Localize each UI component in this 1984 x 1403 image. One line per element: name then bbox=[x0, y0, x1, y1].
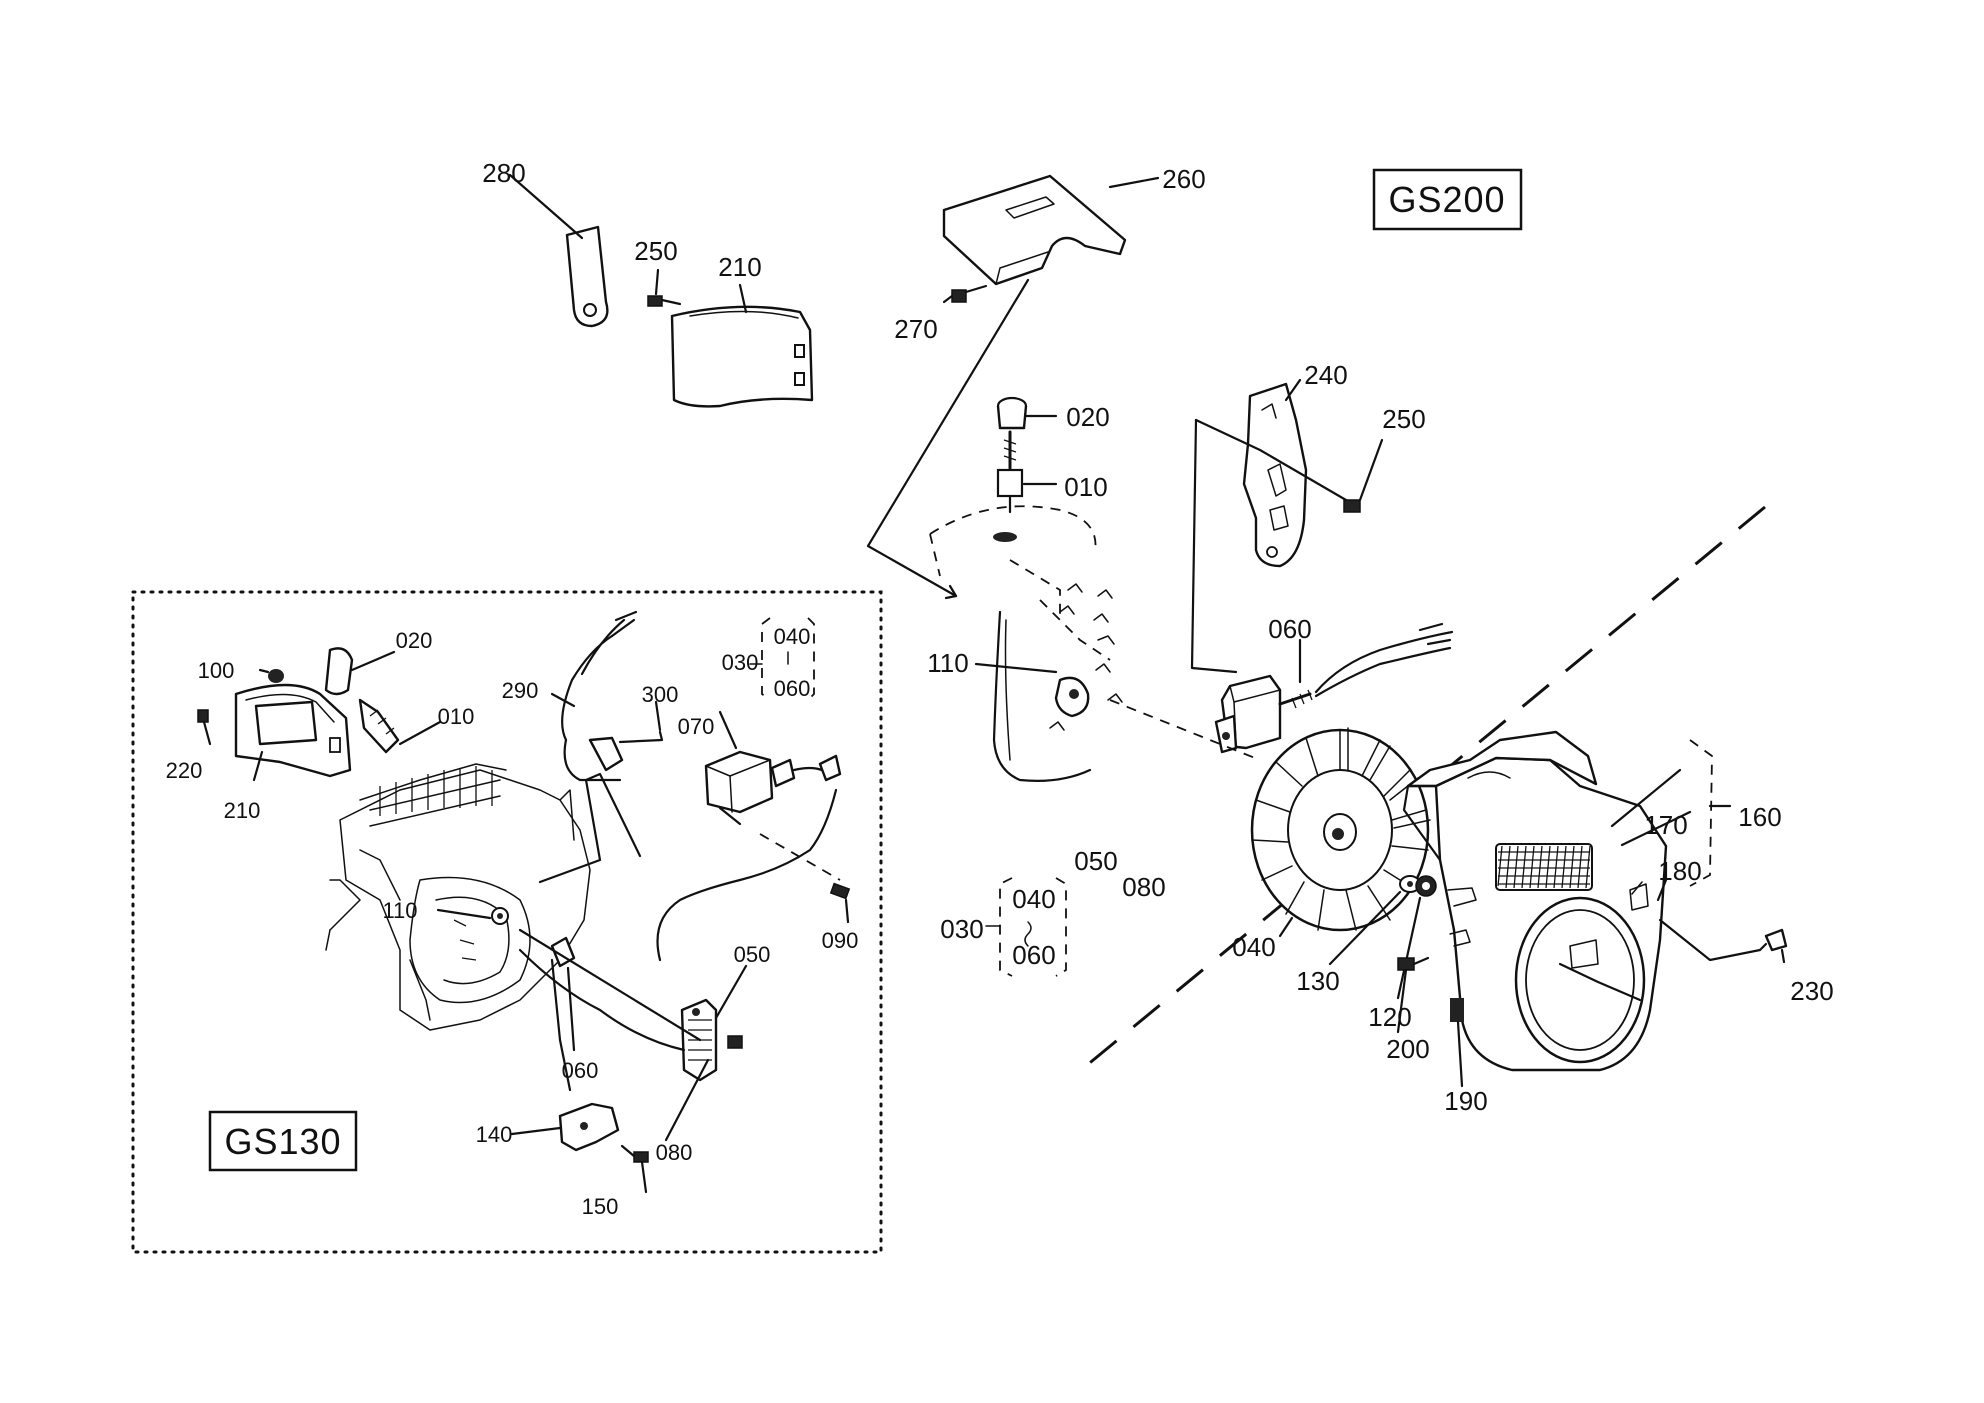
part-200-bolt bbox=[1396, 956, 1430, 1034]
gs130-label-290: 290 bbox=[502, 678, 539, 703]
part-010-spark-plug bbox=[993, 430, 1058, 542]
part-120-nut bbox=[1396, 875, 1437, 1000]
gs200-label-060: 060 bbox=[1268, 614, 1311, 644]
part-250-screw-b bbox=[1343, 438, 1384, 513]
gs200-label-180: 180 bbox=[1658, 856, 1701, 886]
gs200-label-050: 050 bbox=[1074, 846, 1117, 876]
gs200-label-030-060: 060 bbox=[1012, 940, 1055, 970]
part-040-flywheel bbox=[1250, 727, 1431, 938]
gs200-label-210: 210 bbox=[718, 252, 761, 282]
gs200-label-020: 020 bbox=[1066, 402, 1109, 432]
part-160-blower-housing bbox=[1402, 730, 1668, 1072]
part-280-bracket bbox=[508, 173, 609, 328]
gs200-label-040: 040 bbox=[1232, 932, 1275, 962]
gs130-030-group bbox=[749, 617, 815, 701]
gs200-label-170: 170 bbox=[1644, 810, 1687, 840]
part-230-clip bbox=[1658, 918, 1788, 964]
gs200-label-010: 010 bbox=[1064, 472, 1107, 502]
gs130-part-290-wire bbox=[550, 610, 638, 782]
gs130-label-030-060: 060 bbox=[774, 676, 811, 701]
gs130-label-030-040: 040 bbox=[774, 624, 811, 649]
part-240-bracket bbox=[1190, 378, 1360, 674]
part-060-ignition-coil bbox=[1214, 622, 1454, 754]
gs130-label-090: 090 bbox=[822, 928, 859, 953]
gs200-label-110: 110 bbox=[927, 648, 968, 678]
gs130-part-080-screw bbox=[664, 1035, 743, 1142]
gs200-label-130: 130 bbox=[1296, 966, 1339, 996]
part-260-cover bbox=[942, 174, 1160, 286]
gs200-label-250b: 250 bbox=[1382, 404, 1425, 434]
gs130-label-010: 010 bbox=[438, 704, 475, 729]
gs130-part-220-screw bbox=[197, 709, 212, 746]
gs200-label-160: 160 bbox=[1738, 802, 1781, 832]
gs130-part-090-screw bbox=[829, 882, 851, 924]
part-110-sensor bbox=[974, 662, 1090, 718]
gs200-label-250a: 250 bbox=[634, 236, 677, 266]
gs130-part-010-spark-plug bbox=[358, 698, 442, 754]
gs130-model-label: GS130 bbox=[224, 1121, 341, 1162]
gs200-model-label: GS200 bbox=[1388, 179, 1505, 220]
gs130-model-box: GS130 bbox=[208, 1110, 358, 1172]
gs130-engine-block bbox=[325, 763, 591, 1031]
gs200-model-box: GS200 bbox=[1372, 168, 1523, 231]
gs130-part-300-clip bbox=[588, 700, 664, 772]
gs130-label-150: 150 bbox=[582, 1194, 619, 1219]
gs200-030-group bbox=[985, 877, 1067, 977]
gs130-part-020-plug-cap bbox=[324, 647, 396, 696]
gs130-part-140-bracket bbox=[510, 1102, 620, 1152]
gs130-part-210-plate bbox=[234, 683, 352, 782]
part-020-plug-cap bbox=[996, 396, 1058, 430]
gs200-label-120: 120 bbox=[1368, 1002, 1411, 1032]
gs200-label-200: 200 bbox=[1386, 1034, 1429, 1064]
gs200-label-080: 080 bbox=[1122, 872, 1165, 902]
gs130-label-110: 110 bbox=[382, 898, 417, 923]
gs130-label-080: 080 bbox=[656, 1140, 693, 1165]
gs130-label-210: 210 bbox=[224, 798, 261, 823]
gs130-inset-frame bbox=[131, 590, 883, 1254]
gs200-label-230: 230 bbox=[1790, 976, 1833, 1006]
gs130-label-300: 300 bbox=[642, 682, 679, 707]
gs200-label-190: 190 bbox=[1444, 1086, 1487, 1116]
gs200-label-260: 260 bbox=[1162, 164, 1205, 194]
gs130-part-100-nut bbox=[258, 668, 284, 683]
gs130-part-070-coil bbox=[704, 710, 842, 826]
gs200-label-030: 030 bbox=[940, 914, 983, 944]
gs130-label-070: 070 bbox=[678, 714, 715, 739]
gs130-label-020: 020 bbox=[396, 628, 433, 653]
engine-head-outline bbox=[929, 505, 1123, 782]
part-270-screw bbox=[942, 284, 988, 304]
part-130-washer bbox=[1328, 875, 1421, 966]
gs130-label-140: 140 bbox=[476, 1122, 513, 1147]
gs130-label-030: 030 bbox=[722, 650, 759, 675]
gs200-label-270: 270 bbox=[894, 314, 937, 344]
gs130-label-220: 220 bbox=[166, 758, 203, 783]
gs200-label-280: 280 bbox=[482, 158, 525, 188]
gs200-label-240: 240 bbox=[1304, 360, 1347, 390]
part-210-plate bbox=[670, 283, 814, 408]
gs130-part-150-screw bbox=[620, 1144, 649, 1194]
gs130-part-110-sensor bbox=[436, 907, 509, 925]
gs130-label-050: 050 bbox=[734, 942, 771, 967]
gs130-label-060: 060 bbox=[562, 1058, 599, 1083]
part-250-screw-a bbox=[647, 268, 682, 307]
gs130-label-100: 100 bbox=[198, 658, 235, 683]
gs200-label-030-040: 040 bbox=[1012, 884, 1055, 914]
